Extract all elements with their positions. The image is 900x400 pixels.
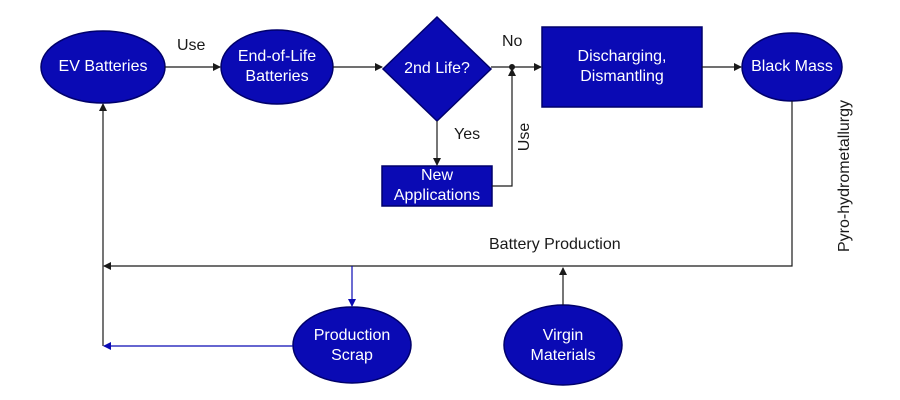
new-applications-node xyxy=(381,165,493,207)
pyro-hydrometallurgy-label: Pyro-hydrometallurgy xyxy=(836,99,853,253)
production-scrap-label: Production Scrap xyxy=(313,327,391,364)
new-applications-label: New Applications xyxy=(393,167,481,204)
yes-edge-label: Yes xyxy=(454,126,481,143)
discharging-node xyxy=(541,26,703,108)
battery-production-label: Battery Production xyxy=(489,236,621,253)
use-vertical-edge-label: Use xyxy=(516,122,533,152)
black-mass-label: Black Mass xyxy=(751,58,833,75)
second-life-label: 2nd Life? xyxy=(404,60,470,77)
virgin-materials-label: Virgin Materials xyxy=(530,327,596,364)
arrow-black-mass-to-production xyxy=(103,101,793,270)
use-edge-label: Use xyxy=(177,37,206,54)
end-of-life-label: End-of-Life Batteries xyxy=(237,48,317,85)
ev-batteries-label: EV Batteries xyxy=(58,58,148,75)
discharging-label: Discharging, Dismantling xyxy=(577,48,667,85)
arrow-new-applications-back-to-junction xyxy=(492,68,516,187)
no-edge-label: No xyxy=(502,33,523,50)
production-scrap-node xyxy=(292,306,412,384)
